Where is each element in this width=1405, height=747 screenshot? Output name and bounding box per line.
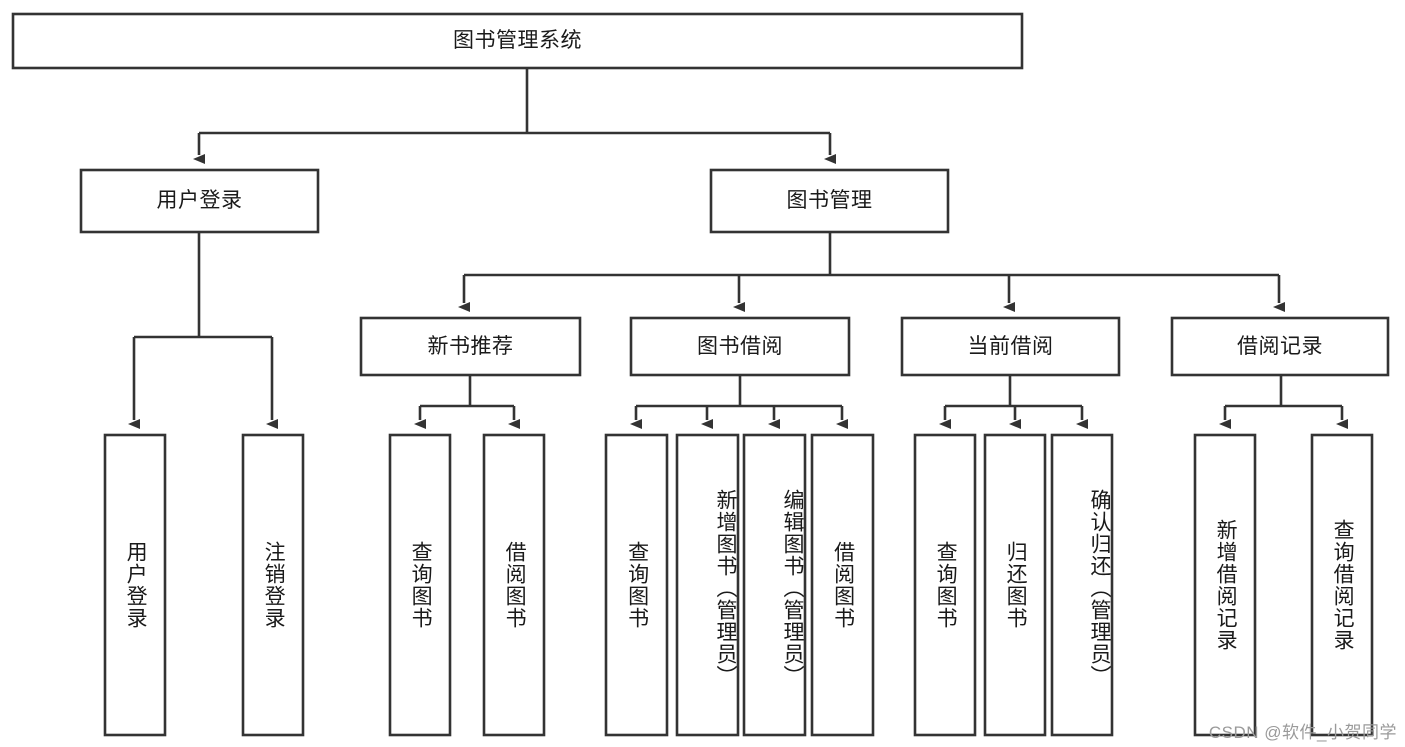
watermark-text: CSDN @软件_小贺同学 [1208, 723, 1397, 742]
node-box-leaf-logout[interactable] [241, 433, 305, 737]
connectors [128, 68, 1348, 429]
node-box-book-borrow[interactable] [629, 316, 851, 377]
node-box-book-management[interactable] [709, 168, 950, 234]
node-box-leaf-borrow-book[interactable] [810, 433, 875, 737]
node-box-leaf-query-book-current[interactable] [913, 433, 977, 737]
node-box-leaf-confirm-return[interactable] [1050, 433, 1114, 737]
node-box-leaf-borrow-book-recommend[interactable] [482, 433, 546, 737]
node-boxes [11, 12, 1390, 737]
node-box-leaf-add-book[interactable] [675, 433, 740, 737]
node-box-leaf-add-borrow-record[interactable] [1193, 433, 1257, 737]
node-box-leaf-edit-book[interactable] [742, 433, 807, 737]
node-box-borrow-record[interactable] [1170, 316, 1390, 377]
node-box-leaf-query-borrow-record[interactable] [1310, 433, 1374, 737]
node-box-leaf-user-login[interactable] [103, 433, 167, 737]
node-box-root[interactable] [11, 12, 1024, 70]
node-box-new-book-recommend[interactable] [359, 316, 582, 377]
node-box-current-borrow[interactable] [900, 316, 1121, 377]
node-box-leaf-query-book-recommend[interactable] [388, 433, 452, 737]
node-box-leaf-query-book-borrow[interactable] [604, 433, 669, 737]
node-box-leaf-return-book[interactable] [983, 433, 1047, 737]
node-box-user-login[interactable] [79, 168, 320, 234]
